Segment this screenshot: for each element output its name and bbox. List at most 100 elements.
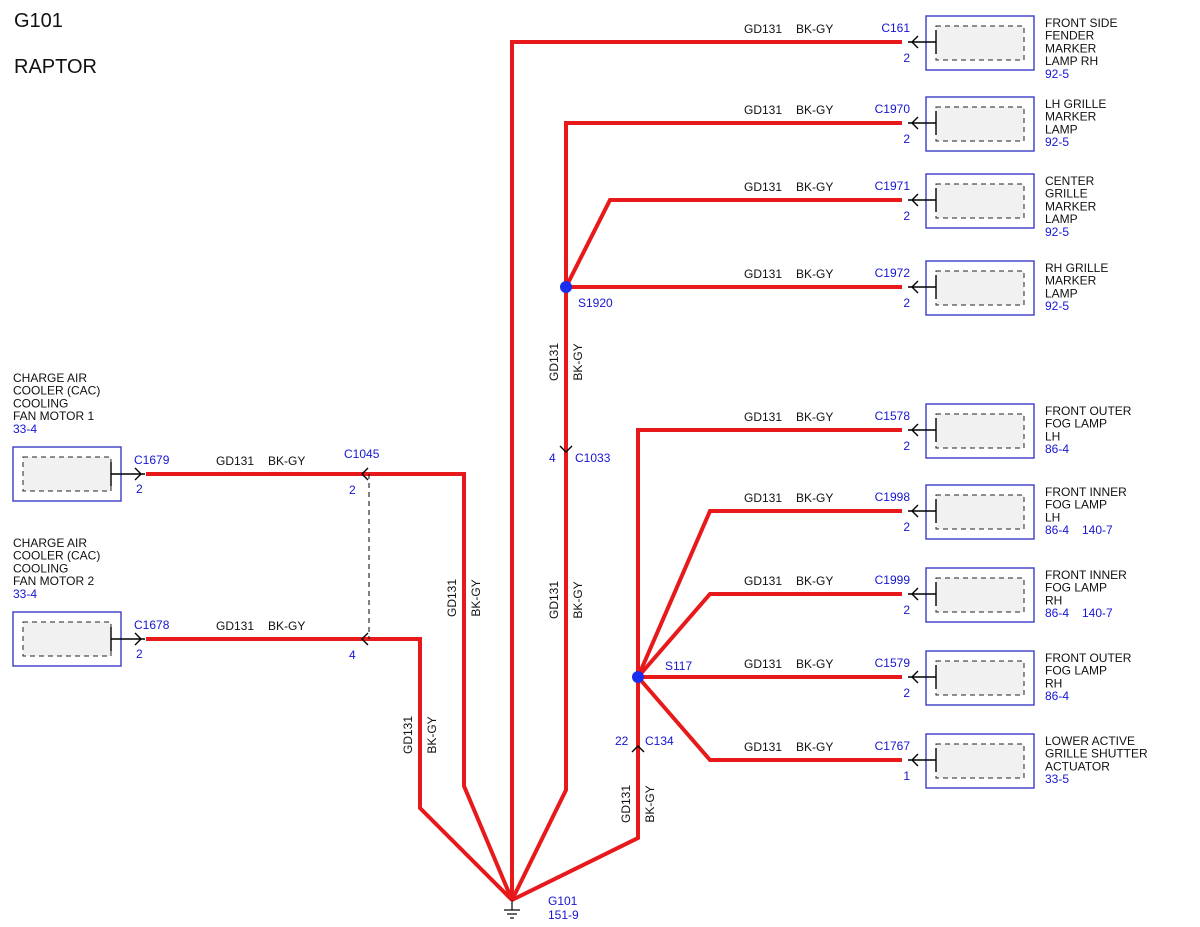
component-c1999-chevron	[911, 587, 919, 601]
component-c1999-name-line-0: FRONT INNER	[1045, 568, 1127, 582]
component-c1678-chevron	[134, 632, 142, 646]
component-c1999-name-line-2: RH	[1045, 593, 1062, 607]
wire-c1679-circuit-color: BK-GY	[268, 454, 305, 468]
component-c161-connector-id: C161	[881, 21, 910, 35]
wire-c1999	[636, 592, 902, 679]
component-c1579-ref-0: 86-4	[1045, 689, 1069, 703]
wire-c1971-circuit-color: BK-GY	[796, 180, 833, 194]
component-c1998-name-line-2: LH	[1045, 510, 1060, 524]
component-c1767-connector-id: C1767	[875, 739, 911, 753]
component-c1678-pin-number: 2	[136, 647, 143, 661]
inline-c1045-pin-top: 2	[349, 483, 356, 497]
wire-c1578	[636, 428, 902, 677]
component-c1679-ref-0: 33-4	[13, 422, 37, 436]
component-c1972-ref-0: 92-5	[1045, 299, 1069, 313]
component-c1578-name-line-0: FRONT OUTER	[1045, 404, 1132, 418]
component-c1579-connector-id: C1579	[875, 656, 911, 670]
inline-c1033-id: C1033	[575, 451, 611, 465]
component-c1998-chevron	[911, 504, 919, 518]
inline-c1045-pin-bottom: 4	[349, 648, 356, 662]
inline-c1045-id: C1045	[344, 447, 380, 461]
wire-c1033-ground-circuit-id: GD131	[547, 581, 561, 619]
wires-layer	[146, 40, 902, 902]
component-c1999-ref-1: 140-7	[1082, 606, 1113, 620]
component-c1972-name-line-1: MARKER	[1045, 274, 1097, 288]
component-c1579-pin-number: 2	[903, 686, 910, 700]
wire-c1578-circuit-id: GD131	[744, 410, 782, 424]
wire-c1678-circuit-id: GD131	[216, 619, 254, 633]
component-c1998-inner	[935, 494, 1025, 530]
marks-layer	[12, 15, 1035, 919]
ground-title: G101	[14, 10, 63, 32]
component-c1972-name-line-2: LAMP	[1045, 286, 1078, 300]
component-c1999-name-line-1: FOG LAMP	[1045, 581, 1107, 595]
inline-c134-chevron	[631, 745, 645, 753]
component-c1970-name-line-1: MARKER	[1045, 110, 1097, 124]
wire-s1920-ground	[510, 287, 568, 901]
component-c1970-chevron	[911, 116, 919, 130]
component-c161-name-line-2: MARKER	[1045, 41, 1097, 55]
splice-s117-id: S117	[665, 659, 692, 673]
wire-c1033-ground-circuit-color: BK-GY	[571, 581, 585, 618]
component-c1970-ref-0: 92-5	[1045, 135, 1069, 149]
component-c1998-connector-id: C1998	[875, 490, 911, 504]
wire-s1920-c1033-circuit-color: BK-GY	[571, 343, 585, 380]
wire-c1999-circuit-id: GD131	[744, 574, 782, 588]
wire-c1970-circuit-color: BK-GY	[796, 103, 833, 117]
component-c1767-inner	[935, 743, 1025, 779]
component-c1579-name-line-1: FOG LAMP	[1045, 664, 1107, 678]
wire-c161-circuit-color: BK-GY	[796, 22, 833, 36]
wire-c1998-circuit-color: BK-GY	[796, 491, 833, 505]
wire-c1045-ground-b-circuit-color: BK-GY	[425, 716, 439, 753]
splice-s1920-dot[interactable]	[560, 281, 572, 293]
splice-s1920-id: S1920	[578, 296, 613, 310]
inline-c134-pin: 22	[615, 734, 629, 748]
component-c1972-chevron	[911, 280, 919, 294]
wire-c1972-circuit-color: BK-GY	[796, 267, 833, 281]
wire-c1679-circuit-id: GD131	[216, 454, 254, 468]
component-c1970-pin-number: 2	[903, 132, 910, 146]
inline-c134-id: C134	[645, 734, 674, 748]
component-c1971-name-line-3: LAMP	[1045, 212, 1078, 226]
wire-c1970-circuit-id: GD131	[744, 103, 782, 117]
component-c1578-pin-number: 2	[903, 439, 910, 453]
wire-c1767-circuit-id: GD131	[744, 740, 782, 754]
wire-c161	[510, 40, 902, 900]
wire-s1920-c1033-circuit-id: GD131	[547, 343, 561, 381]
component-c1999-pin-number: 2	[903, 603, 910, 617]
component-c161-pin-number: 2	[903, 51, 910, 65]
component-c1679-name-line-0: CHARGE AIR	[13, 371, 87, 385]
component-c1678-name-line-3: FAN MOTOR 2	[13, 574, 94, 588]
component-c1678-connector-id: C1678	[134, 618, 170, 632]
component-c1971-inner	[935, 183, 1025, 219]
component-c1998-ref-0: 86-4	[1045, 523, 1069, 537]
component-c1579-name-line-0: FRONT OUTER	[1045, 651, 1132, 665]
wire-c1970	[564, 121, 902, 287]
wire-c1045-ground-b-circuit-id: GD131	[401, 716, 415, 754]
wire-c1679	[146, 472, 514, 901]
ground-id: G101	[548, 894, 578, 908]
component-c1767-pin-number: 1	[903, 769, 910, 783]
splice-s117-dot[interactable]	[632, 671, 644, 683]
component-c1578-connector-id: C1578	[875, 409, 911, 423]
component-c1678-ref-0: 33-4	[13, 587, 37, 601]
component-c1971-chevron	[911, 193, 919, 207]
component-c1678-name-line-2: COOLING	[13, 561, 68, 575]
component-c1678-name-line-0: CHARGE AIR	[13, 536, 87, 550]
component-c1972-connector-id: C1972	[875, 266, 911, 280]
component-c161-inner	[935, 25, 1025, 61]
component-c161-name-line-1: FENDER	[1045, 29, 1095, 43]
wire-s117-ground	[511, 677, 640, 902]
model-title: RAPTOR	[14, 56, 97, 78]
wire-c1579-circuit-color: BK-GY	[796, 657, 833, 671]
component-c1998-pin-number: 2	[903, 520, 910, 534]
component-c1767-ref-0: 33-5	[1045, 772, 1069, 786]
component-c161-ref-0: 92-5	[1045, 67, 1069, 81]
component-c161-chevron	[911, 35, 919, 49]
component-c1578-ref-0: 86-4	[1045, 442, 1069, 456]
component-c1579-name-line-2: RH	[1045, 676, 1062, 690]
wire-c1971-circuit-id: GD131	[744, 180, 782, 194]
inline-c1045-pin-top-chevron	[361, 467, 369, 481]
component-c1767-chevron	[911, 753, 919, 767]
